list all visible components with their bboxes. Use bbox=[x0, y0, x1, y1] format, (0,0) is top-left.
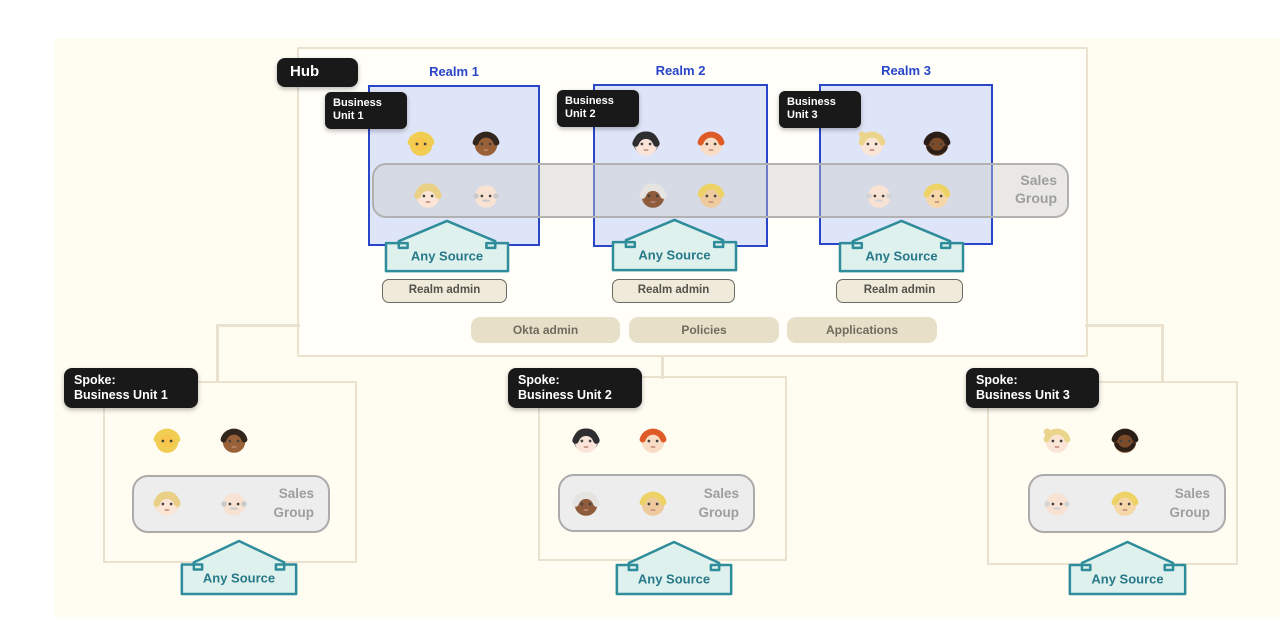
hub-spoke1-connector-vertical bbox=[216, 324, 219, 382]
sales-group-band-label: Sales Group bbox=[1015, 172, 1057, 206]
hub-spoke2-connector-vertical bbox=[661, 355, 664, 379]
spoke-box-1 bbox=[103, 381, 357, 563]
spoke-box-3 bbox=[987, 381, 1238, 565]
person-red-hair-emoji bbox=[696, 128, 726, 158]
old-man-bald-emoji bbox=[1042, 488, 1072, 518]
any-source-label: Any Source bbox=[202, 570, 276, 586]
man-dark-skin-beard-emoji bbox=[922, 128, 952, 158]
realm-title-3: Realm 3 bbox=[881, 63, 931, 78]
old-woman-dark-skin-emoji bbox=[638, 180, 668, 210]
any-source-arrow-realm-3: Any Source bbox=[838, 219, 965, 273]
spoke-3-label: Spoke:Business Unit 3 bbox=[966, 368, 1099, 408]
woman-blonde-emoji bbox=[152, 488, 182, 518]
any-source-label: Any Source bbox=[410, 248, 484, 264]
woman-blonde-ponytail-emoji bbox=[857, 128, 887, 158]
spoke-2-label: Spoke:Business Unit 2 bbox=[508, 368, 642, 408]
applications-button: Applications bbox=[787, 317, 937, 343]
any-source-label: Any Source bbox=[637, 571, 711, 587]
any-source-arrow-realm-1: Any Source bbox=[384, 219, 510, 273]
man-dark-skin-emoji bbox=[471, 128, 501, 158]
any-source-label: Any Source bbox=[638, 247, 711, 263]
woman-black-hair-emoji bbox=[571, 425, 601, 455]
spoke-1-label: Spoke:Business Unit 1 bbox=[64, 368, 198, 408]
any-source-arrow-spoke-1: Any Source bbox=[180, 539, 298, 596]
realm-admin-button-2: Realm admin bbox=[612, 279, 735, 303]
old-man-emoji bbox=[219, 488, 249, 518]
person-blond-emoji bbox=[1110, 488, 1140, 518]
person-blond-emoji bbox=[922, 180, 952, 210]
any-source-arrow-spoke-2: Any Source bbox=[615, 540, 733, 596]
man-dark-skin-beard-emoji bbox=[1110, 425, 1140, 455]
any-source-arrow-spoke-3: Any Source bbox=[1068, 540, 1187, 596]
any-source-arrow-realm-2: Any Source bbox=[611, 218, 738, 272]
woman-blonde-ponytail-emoji bbox=[1042, 425, 1072, 455]
man-blond-emoji bbox=[638, 488, 668, 518]
okta-admin-button: Okta admin bbox=[471, 317, 620, 343]
hub-label: Hub bbox=[277, 58, 358, 87]
policies-button: Policies bbox=[629, 317, 779, 343]
hub-spoke3-connector-vertical bbox=[1161, 324, 1164, 382]
person-red-hair-emoji bbox=[638, 425, 668, 455]
woman-black-hair-emoji bbox=[631, 128, 661, 158]
man-dark-skin-emoji bbox=[219, 425, 249, 455]
man-blond-beard-emoji bbox=[152, 425, 182, 455]
realm-admin-button-1: Realm admin bbox=[382, 279, 507, 303]
realm-title-2: Realm 2 bbox=[655, 63, 706, 78]
hub-spoke3-connector-horizontal bbox=[1085, 324, 1164, 327]
realm-admin-button-3: Realm admin bbox=[836, 279, 963, 303]
realm-title-1: Realm 1 bbox=[429, 64, 479, 79]
old-man-emoji bbox=[471, 180, 501, 210]
any-source-label: Any Source bbox=[865, 248, 938, 264]
hub-spoke1-connector-horizontal bbox=[216, 324, 300, 327]
old-man-bald-emoji bbox=[864, 180, 894, 210]
man-blond-emoji bbox=[696, 180, 726, 210]
woman-blonde-emoji bbox=[413, 180, 443, 210]
old-woman-dark-skin-emoji bbox=[571, 488, 601, 518]
any-source-label: Any Source bbox=[1091, 571, 1164, 587]
man-blond-beard-emoji bbox=[406, 128, 436, 158]
